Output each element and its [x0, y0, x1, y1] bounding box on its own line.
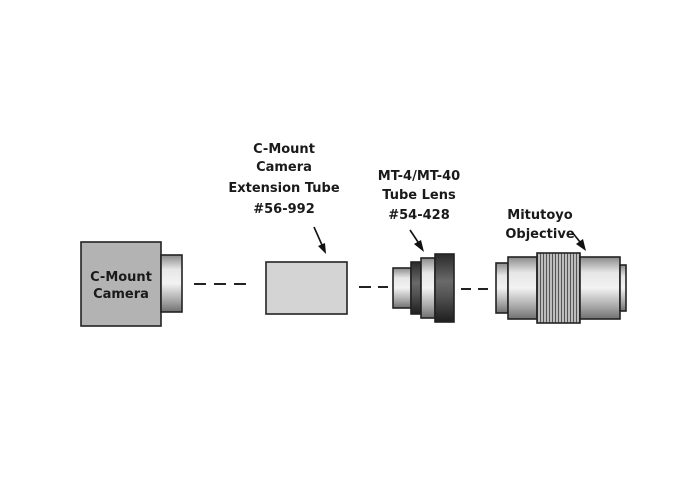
- objective-label-line2: Objective: [505, 227, 574, 242]
- objective-pointer-arrow: [571, 231, 586, 251]
- objective-knurled-ring: [536, 252, 581, 324]
- objective-body-right: [579, 256, 621, 320]
- camera-label-line2: Camera: [93, 287, 149, 302]
- objective-body-left: [507, 256, 538, 320]
- tube-lens-collar: [410, 261, 422, 315]
- camera-body: [80, 241, 162, 327]
- c-mount-camera: C-Mount Camera: [80, 241, 183, 327]
- mt-4-mt-40-tube-lens: MT-4/MT-40 Tube Lens #54-428: [378, 169, 460, 323]
- tube-lens-thread: [392, 267, 412, 309]
- objective-rear-thread: [495, 262, 509, 314]
- extension-tube-body: [265, 261, 348, 315]
- extension-tube-pointer-arrow: [313, 226, 326, 254]
- extension-tube-label-line1: C-Mount: [253, 142, 315, 157]
- tube-lens-body: [420, 257, 436, 319]
- extension-tube-label-line4: #56-992: [253, 202, 315, 217]
- c-mount-extension-tube: C-Mount Camera Extension Tube #56-992: [228, 142, 348, 315]
- objective-label-line1: Mitutoyo: [507, 208, 572, 223]
- tube-lens-pointer-arrow: [409, 229, 424, 252]
- tube-lens-label-line2: Tube Lens: [382, 188, 456, 203]
- camera-label-line1: C-Mount: [90, 270, 152, 285]
- objective-front-tip: [619, 264, 627, 312]
- extension-tube-label-line2: Camera: [256, 160, 312, 175]
- tube-lens-ring: [434, 253, 455, 323]
- tube-lens-label-line3: #54-428: [388, 208, 450, 223]
- camera-mount: [160, 254, 183, 313]
- extension-tube-label-line3: Extension Tube: [228, 181, 339, 196]
- tube-lens-label-line1: MT-4/MT-40: [378, 169, 460, 184]
- mitutoyo-objective: Mitutoyo Objective: [495, 208, 627, 324]
